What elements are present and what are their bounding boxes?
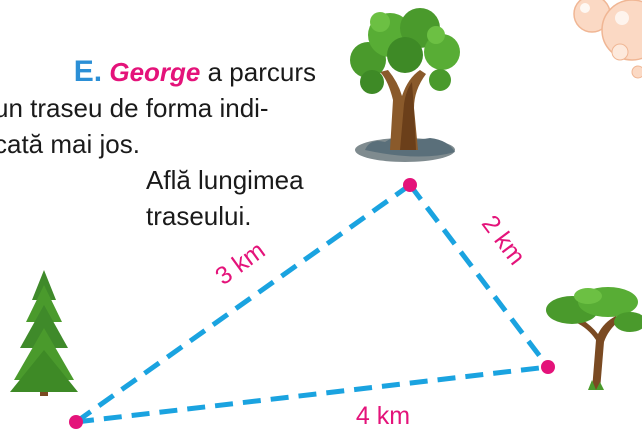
bubble-decoration — [573, 0, 642, 79]
problem-line-1-rest: a parcurs — [200, 57, 316, 87]
route-point-right — [541, 360, 555, 374]
acacia-tree-illustration — [546, 287, 642, 390]
distance-label-3km: 3 km — [210, 236, 270, 291]
route-point-left — [69, 415, 83, 429]
distance-label-4km: 4 km — [356, 402, 410, 430]
problem-line-3: cată mai jos. — [0, 129, 140, 159]
exercise-label: E. — [73, 55, 103, 88]
pine-tree-illustration — [10, 270, 78, 396]
distance-label-2km: 2 km — [476, 210, 531, 270]
route-point-top — [403, 178, 417, 192]
route-path — [74, 182, 550, 425]
character-name: George — [109, 57, 201, 87]
problem-line-2: un traseu de forma indi- — [0, 93, 269, 123]
problem-line-1: E. George a parcurs — [0, 54, 324, 90]
route-segment-3km — [74, 182, 412, 425]
problem-text: E. George a parcurs un traseu de forma i… — [0, 54, 324, 234]
oak-tree-illustration — [350, 8, 460, 162]
route-segment-4km — [75, 364, 549, 425]
problem-line-4: Află lungimea — [146, 165, 304, 195]
problem-line-5: traseului. — [146, 201, 252, 231]
route-segment-2km — [408, 183, 550, 369]
